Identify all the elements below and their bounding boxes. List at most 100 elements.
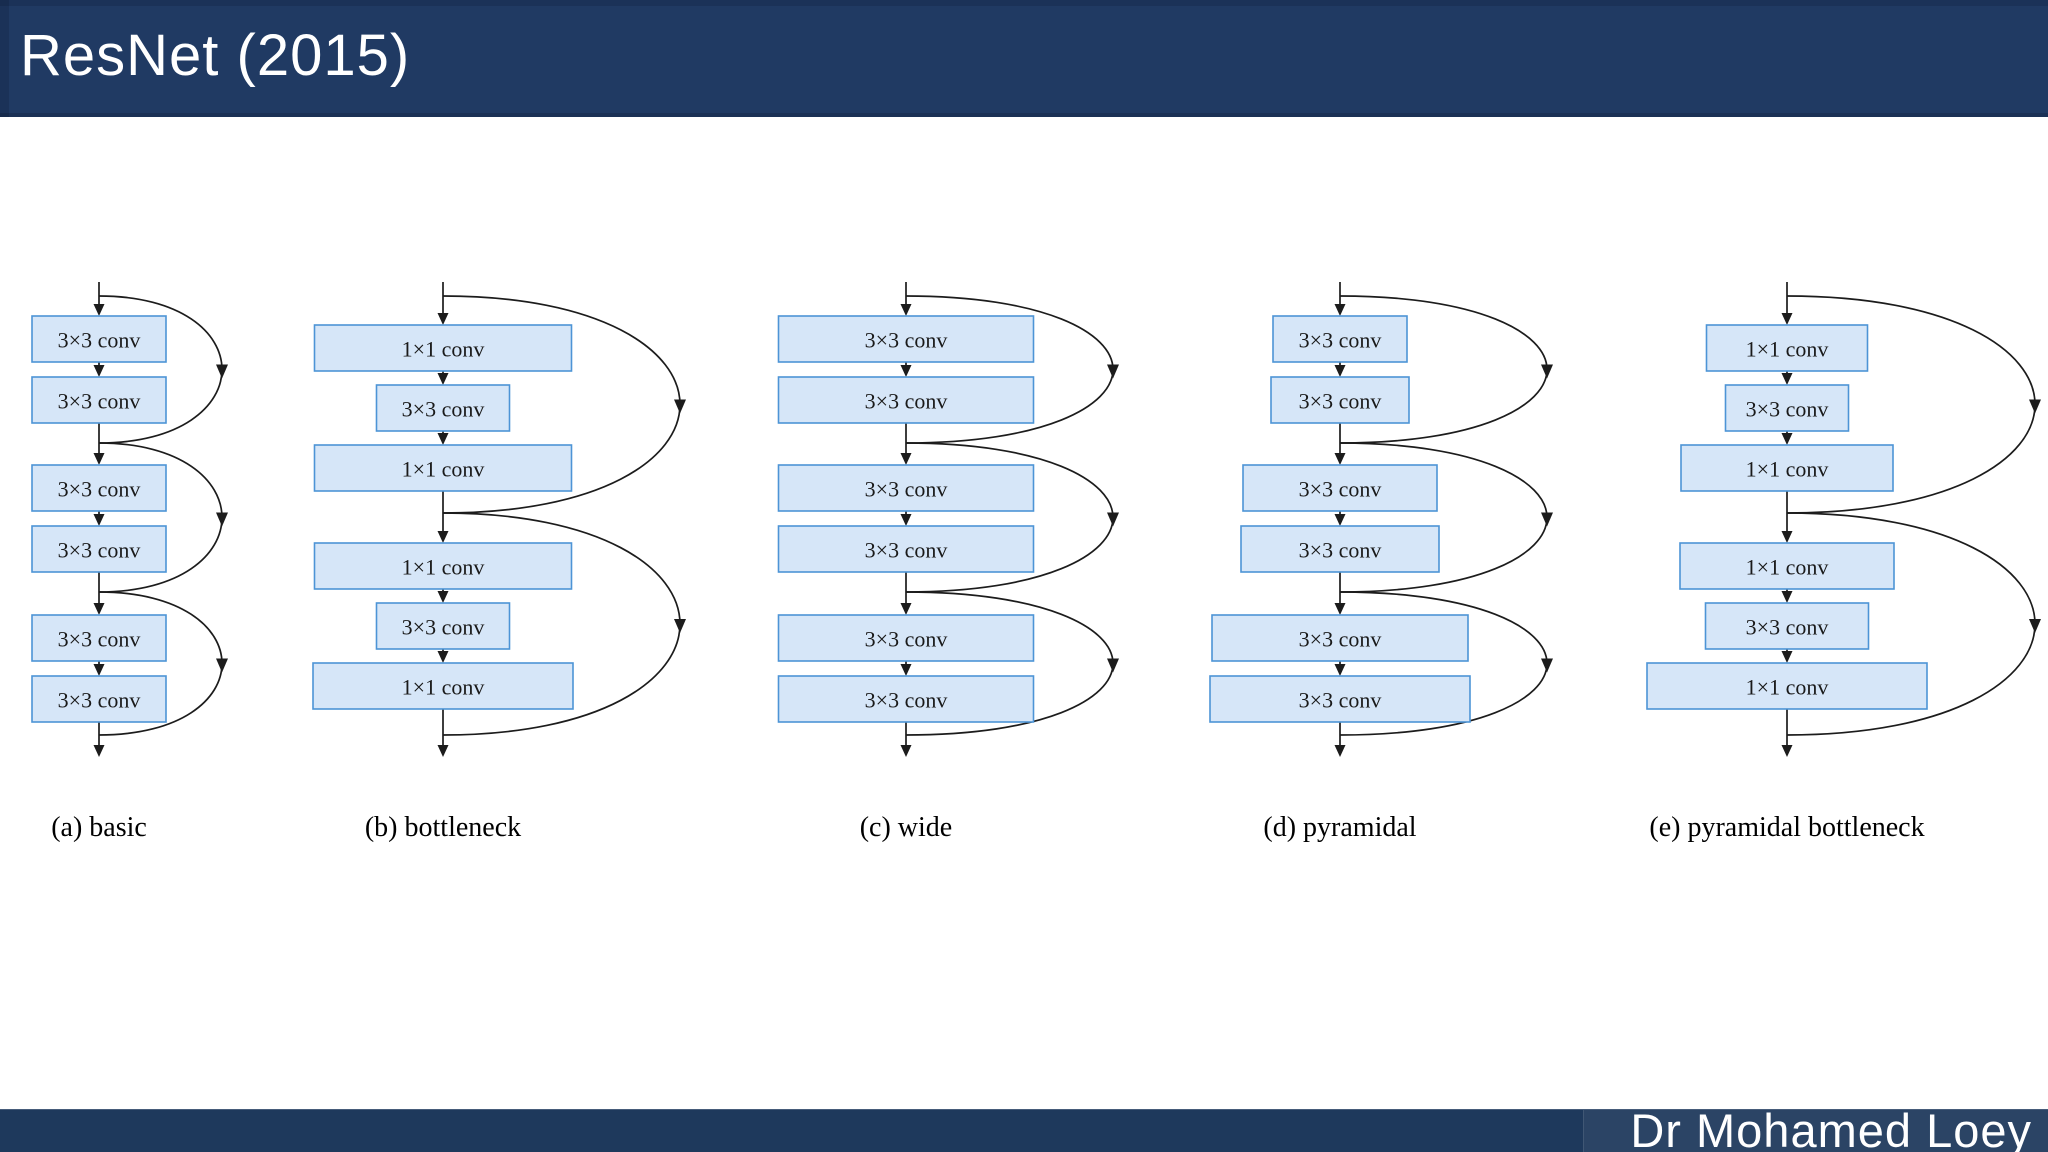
conv-box xyxy=(777,376,1035,424)
conv-box xyxy=(1211,614,1469,662)
flow-arrowhead-icon xyxy=(93,304,105,316)
author-credit: Dr Mohamed Loey xyxy=(1630,1104,2032,1152)
conv-box-label: 3×3 conv xyxy=(1299,328,1382,353)
conv-box-label: 3×3 conv xyxy=(865,389,948,414)
conv-box xyxy=(1705,324,1869,372)
flow-arrowhead-icon xyxy=(900,365,912,377)
conv-box xyxy=(1704,602,1870,650)
conv-box-label: 3×3 conv xyxy=(865,627,948,652)
flow-arrowhead-icon xyxy=(1334,453,1346,465)
flow-arrowhead-icon xyxy=(900,514,912,526)
flow-arrowhead-icon xyxy=(1781,313,1793,325)
flow-arrowhead-icon xyxy=(1781,745,1793,757)
flow-arrowhead-icon xyxy=(437,745,449,757)
conv-box-label: 3×3 conv xyxy=(1299,688,1382,713)
flow-arrowhead-icon xyxy=(1781,531,1793,543)
conv-box xyxy=(1680,444,1894,492)
diagram-caption: (e) pyramidal bottleneck xyxy=(1649,812,1924,843)
flow-arrowhead-icon xyxy=(93,664,105,676)
flow-arrowhead-icon xyxy=(1334,664,1346,676)
conv-box-label: 1×1 conv xyxy=(402,337,485,362)
conv-box xyxy=(777,675,1035,723)
conv-box-label: 1×1 conv xyxy=(1746,675,1829,700)
skip-connection-arrowhead-icon xyxy=(1107,364,1119,379)
conv-box xyxy=(777,315,1035,363)
flow-arrowhead-icon xyxy=(437,313,449,325)
flow-arrowhead-icon xyxy=(437,433,449,445)
flow-arrowhead-icon xyxy=(437,591,449,603)
flow-arrowhead-icon xyxy=(1781,433,1793,445)
conv-box-label: 3×3 conv xyxy=(1299,627,1382,652)
conv-box xyxy=(313,324,573,372)
conv-box xyxy=(1270,376,1410,424)
flow-arrowhead-icon xyxy=(93,365,105,377)
conv-box-label: 3×3 conv xyxy=(58,477,141,502)
conv-box-label: 1×1 conv xyxy=(402,457,485,482)
conv-box-label: 1×1 conv xyxy=(1746,555,1829,580)
conv-box xyxy=(313,542,573,590)
slide-header: ResNet (2015) xyxy=(0,0,2048,117)
conv-box-label: 3×3 conv xyxy=(58,688,141,713)
conv-box-label: 3×3 conv xyxy=(402,615,485,640)
flow-arrowhead-icon xyxy=(900,304,912,316)
conv-box-label: 1×1 conv xyxy=(402,675,485,700)
conv-box xyxy=(1209,675,1471,723)
skip-connection-arrowhead-icon xyxy=(216,364,228,379)
conv-box xyxy=(312,662,574,710)
flow-arrowhead-icon xyxy=(437,531,449,543)
conv-box xyxy=(1646,662,1928,710)
flow-arrowhead-icon xyxy=(93,603,105,615)
skip-connection-arrowhead-icon xyxy=(1541,364,1553,379)
skip-connection-arrowhead-icon xyxy=(1541,512,1553,527)
conv-box xyxy=(31,315,167,363)
conv-box-label: 3×3 conv xyxy=(1299,538,1382,563)
conv-box-label: 3×3 conv xyxy=(865,328,948,353)
conv-box xyxy=(1272,315,1408,363)
conv-box xyxy=(31,525,167,573)
conv-box-label: 3×3 conv xyxy=(865,538,948,563)
flow-arrowhead-icon xyxy=(900,745,912,757)
diagram-caption: (a) basic xyxy=(51,812,147,843)
flow-arrowhead-icon xyxy=(1334,603,1346,615)
skip-connection-arrowhead-icon xyxy=(216,658,228,673)
skip-connection-arrowhead-icon xyxy=(1107,658,1119,673)
flow-arrowhead-icon xyxy=(1334,304,1346,316)
conv-box xyxy=(1679,542,1895,590)
skip-connection-arrowhead-icon xyxy=(216,512,228,527)
conv-box xyxy=(375,384,511,432)
flow-arrowhead-icon xyxy=(1334,514,1346,526)
conv-box xyxy=(375,602,511,650)
conv-box-label: 3×3 conv xyxy=(1299,389,1382,414)
flow-arrowhead-icon xyxy=(1781,651,1793,663)
conv-box xyxy=(31,376,167,424)
flow-arrowhead-icon xyxy=(1781,373,1793,385)
skip-connection-arrowhead-icon xyxy=(2029,399,2041,414)
conv-box xyxy=(31,614,167,662)
flow-arrowhead-icon xyxy=(900,603,912,615)
conv-box-label: 3×3 conv xyxy=(58,328,141,353)
flow-arrowhead-icon xyxy=(900,664,912,676)
diagram-caption: (b) bottleneck xyxy=(365,812,521,843)
conv-box-label: 3×3 conv xyxy=(865,477,948,502)
skip-connection-arrowhead-icon xyxy=(674,619,686,633)
conv-box-label: 3×3 conv xyxy=(1299,477,1382,502)
page-title: ResNet (2015) xyxy=(20,22,411,88)
conv-box-label: 1×1 conv xyxy=(1746,457,1829,482)
conv-box-label: 1×1 conv xyxy=(402,555,485,580)
diagram-caption: (d) pyramidal xyxy=(1263,812,1416,843)
flow-arrowhead-icon xyxy=(1781,591,1793,603)
flow-arrowhead-icon xyxy=(900,453,912,465)
flow-arrowhead-icon xyxy=(437,373,449,385)
slide-footer: Dr Mohamed Loey xyxy=(0,1104,2048,1152)
skip-connection-arrowhead-icon xyxy=(1107,512,1119,527)
footer-highlight xyxy=(1583,1110,2048,1152)
flow-arrowhead-icon xyxy=(1334,365,1346,377)
conv-box-label: 3×3 conv xyxy=(1746,615,1829,640)
conv-box-label: 3×3 conv xyxy=(865,688,948,713)
conv-box xyxy=(777,464,1035,512)
conv-box-label: 3×3 conv xyxy=(58,627,141,652)
conv-box xyxy=(313,444,573,492)
conv-box-label: 3×3 conv xyxy=(58,389,141,414)
